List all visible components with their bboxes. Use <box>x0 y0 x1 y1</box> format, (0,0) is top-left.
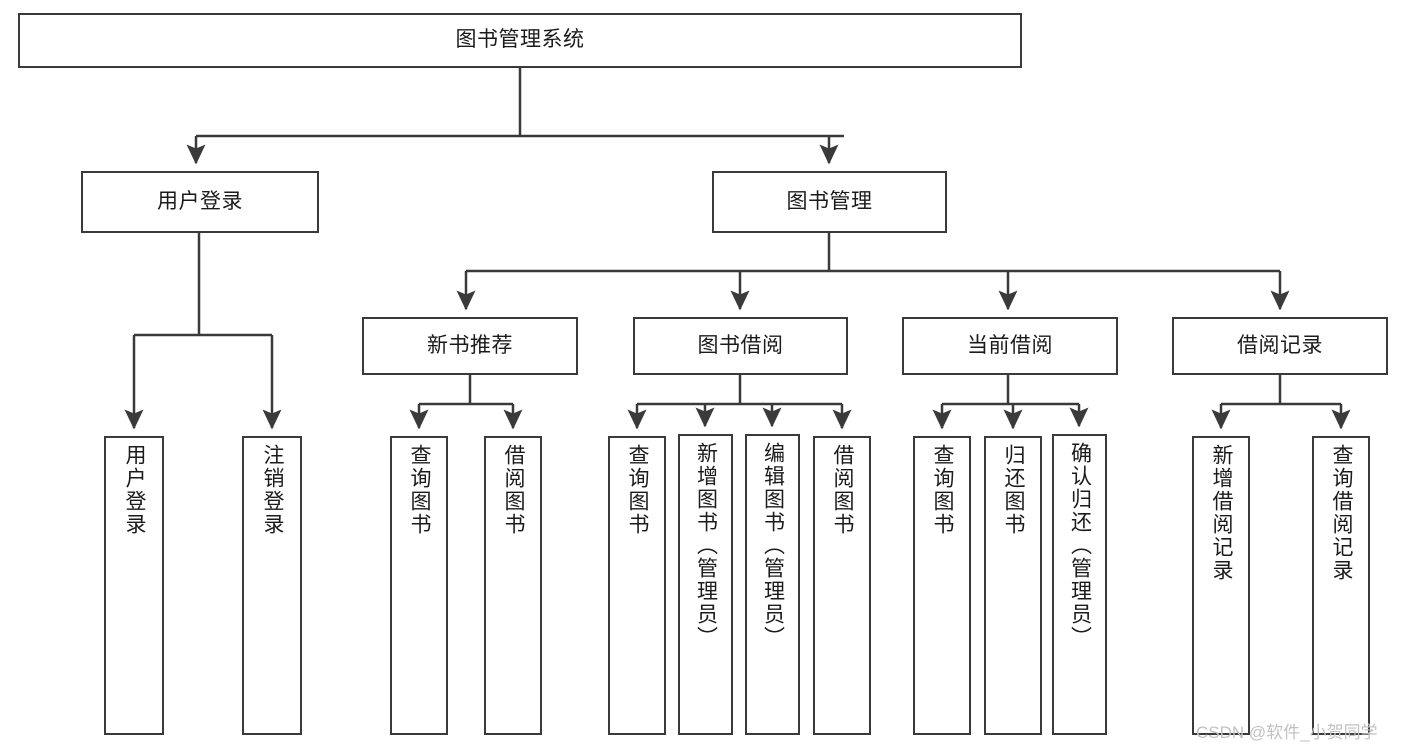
node-root-label: 图书管理系统 <box>455 28 585 52</box>
node-user-login[interactable]: 用户登录 <box>81 171 319 233</box>
node-leaf-confirm-return-label: 确认归还（管理员） <box>1068 442 1092 649</box>
node-borrow-record[interactable]: 借阅记录 <box>1172 317 1388 375</box>
node-leaf-user-logout[interactable]: 注销登录 <box>242 436 302 735</box>
node-leaf-user-logout-label: 注销登录 <box>261 444 285 536</box>
csdn-watermark: CSDN @软件_小贺同学 <box>1196 723 1378 742</box>
node-leaf-query-book-borrow[interactable]: 查询图书 <box>608 436 666 735</box>
node-book-borrow-label: 图书借阅 <box>697 333 784 357</box>
node-leaf-user-login-label: 用户登录 <box>123 444 147 536</box>
node-leaf-add-record-label: 新增借阅记录 <box>1210 444 1234 582</box>
node-leaf-query-book-cur[interactable]: 查询图书 <box>913 436 971 735</box>
node-leaf-query-book-cur-label: 查询图书 <box>931 444 955 536</box>
node-leaf-query-record[interactable]: 查询借阅记录 <box>1312 436 1370 735</box>
node-leaf-query-book-rec[interactable]: 查询图书 <box>390 436 448 735</box>
node-leaf-query-record-label: 查询借阅记录 <box>1330 444 1354 582</box>
node-root[interactable]: 图书管理系统 <box>18 13 1022 68</box>
node-leaf-borrow-book-rec-label: 借阅图书 <box>502 444 526 536</box>
node-leaf-return-book-label: 归还图书 <box>1002 444 1026 536</box>
node-leaf-query-book-rec-label: 查询图书 <box>408 444 432 536</box>
node-leaf-edit-book[interactable]: 编辑图书（管理员） <box>745 434 800 735</box>
node-new-book-rec[interactable]: 新书推荐 <box>362 317 578 375</box>
node-leaf-add-book[interactable]: 新增图书（管理员） <box>678 434 733 735</box>
node-user-login-label: 用户登录 <box>157 189 243 213</box>
node-book-manage[interactable]: 图书管理 <box>712 171 947 233</box>
node-leaf-borrow-book[interactable]: 借阅图书 <box>813 436 871 735</box>
node-book-manage-label: 图书管理 <box>786 189 873 213</box>
node-leaf-query-book-borrow-label: 查询图书 <box>626 444 650 536</box>
node-leaf-return-book[interactable]: 归还图书 <box>984 436 1042 735</box>
node-leaf-add-book-label: 新增图书（管理员） <box>694 442 718 649</box>
node-leaf-borrow-book-rec[interactable]: 借阅图书 <box>484 436 542 735</box>
node-leaf-add-record[interactable]: 新增借阅记录 <box>1192 436 1250 735</box>
node-leaf-edit-book-label: 编辑图书（管理员） <box>761 442 785 649</box>
node-leaf-borrow-book-label: 借阅图书 <box>831 444 855 536</box>
node-leaf-confirm-return[interactable]: 确认归还（管理员） <box>1052 434 1107 735</box>
node-new-book-rec-label: 新书推荐 <box>427 333 513 357</box>
node-current-borrow[interactable]: 当前借阅 <box>902 317 1118 375</box>
node-current-borrow-label: 当前借阅 <box>967 333 1053 357</box>
node-leaf-user-login[interactable]: 用户登录 <box>104 436 164 735</box>
node-borrow-record-label: 借阅记录 <box>1237 333 1323 357</box>
node-book-borrow[interactable]: 图书借阅 <box>633 317 848 375</box>
